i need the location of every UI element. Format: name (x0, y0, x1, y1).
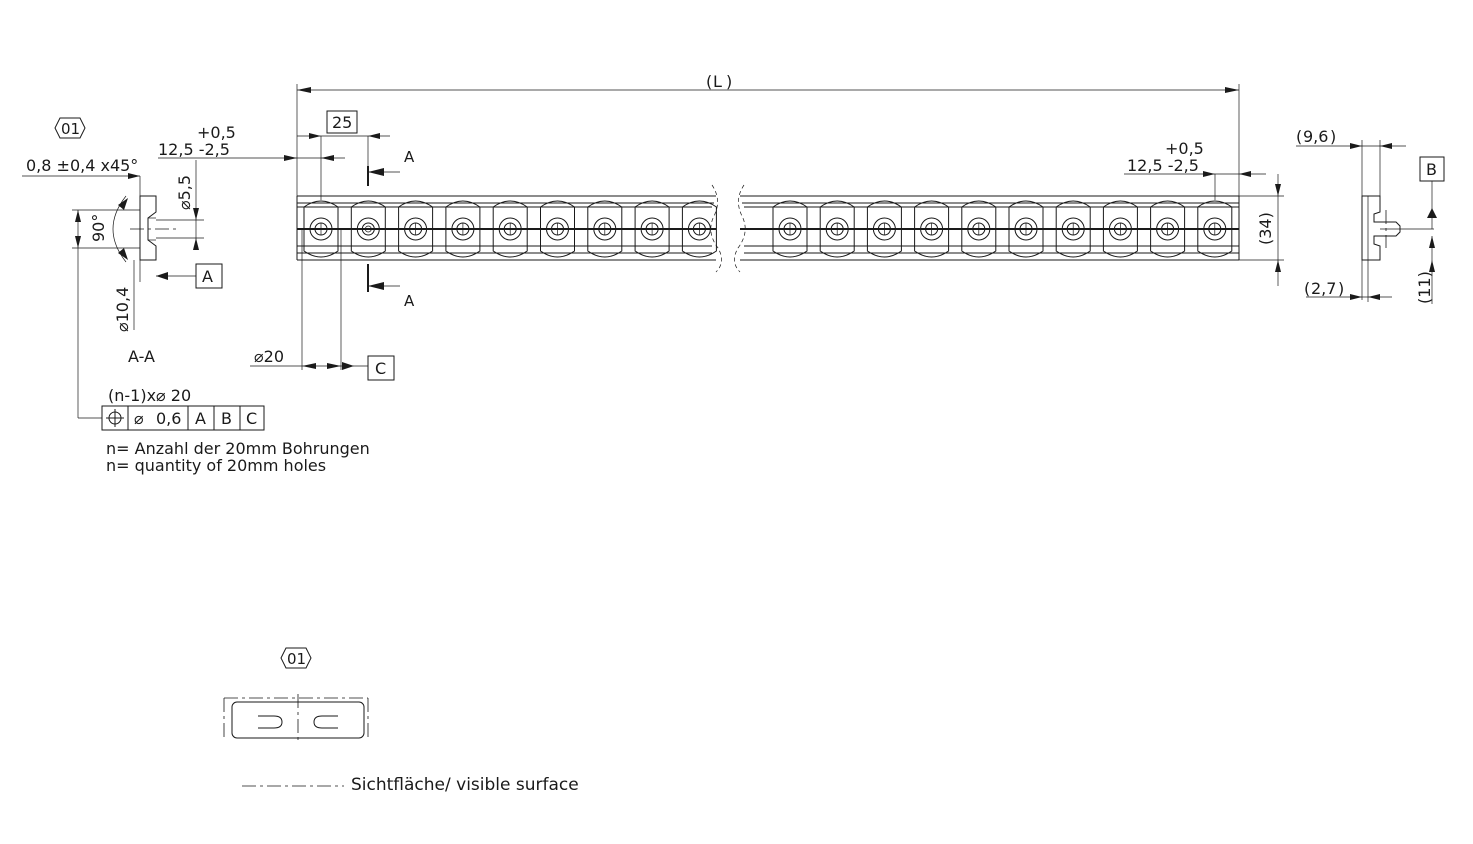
rail-hole (303, 200, 339, 258)
datum-b-label: B (1426, 160, 1437, 179)
tolerance-value: 0,6 (156, 409, 181, 428)
finish-tag-hexagon (54, 117, 86, 139)
datum-a-box (195, 263, 223, 289)
legend: 01 Sichtfläche/ visible surface (223, 647, 579, 795)
svg-text:): ) (1338, 279, 1344, 298)
hole-diameter-label: ⌀20 (254, 347, 284, 366)
profile-side-view: ( 9,6 ) B ( 2,7 ) (11) (1296, 127, 1445, 304)
rail-hole (1102, 200, 1138, 258)
note-german: n= Anzahl der 20mm Bohrungen (106, 439, 370, 458)
profile-flange-label: 2,7 (1311, 279, 1336, 298)
svg-text:(: ( (706, 72, 712, 91)
rail-hole (492, 200, 528, 258)
section-label: A-A (128, 347, 155, 366)
rail-hole (914, 200, 950, 258)
position-icon (106, 409, 124, 427)
right-end-dimensions: +0,5 12,5 -2,5 (34) (1124, 139, 1284, 286)
notes: n= Anzahl der 20mm Bohrungen n= quantity… (106, 439, 370, 475)
rail-right-segment (734, 184, 1240, 273)
tolerance-diameter: ⌀ (134, 409, 144, 428)
legend-tag-code: 01 (287, 650, 306, 668)
rail-hole (1197, 200, 1233, 258)
height-label: (34) (1256, 212, 1275, 245)
pitch-box (326, 110, 358, 134)
length-label: L (713, 72, 722, 91)
pitch-label: 25 (332, 113, 352, 132)
rail-hole (398, 200, 434, 258)
rail-left-segment (296, 184, 722, 273)
rail-hole (587, 200, 623, 258)
rail-hole (1008, 200, 1044, 258)
right-tol-upper: +0,5 (1165, 139, 1204, 158)
tolerance-ref-1: A (195, 409, 206, 428)
rail-hole (634, 200, 670, 258)
section-cut-markers: A A (367, 148, 415, 310)
tolerance-header: (n-1)x⌀ 20 (108, 386, 191, 405)
rail-hole (1055, 200, 1091, 258)
counterbore-label: ⌀5,5 (175, 175, 194, 210)
tolerance-ref-2: B (221, 409, 232, 428)
angle-label: 90° (89, 214, 108, 242)
hole-diameter-dimension: ⌀20 C (250, 229, 395, 381)
datum-c-label: C (375, 359, 386, 378)
note-english: n= quantity of 20mm holes (106, 456, 326, 475)
left-tol-upper: +0,5 (197, 123, 236, 142)
left-end-offset: 12,5 -2,5 (158, 140, 230, 159)
rail-hole (866, 200, 902, 258)
profile-width-label: 9,6 (1303, 127, 1328, 146)
tolerance-ref-3: C (246, 409, 257, 428)
datum-a-label: A (202, 267, 213, 286)
rail-hole (445, 200, 481, 258)
rail-hole (961, 200, 997, 258)
rail-hole (681, 200, 717, 258)
datum-c-box (367, 355, 395, 381)
visible-surface-label: Sichtfläche/ visible surface (351, 775, 579, 795)
svg-text:(: ( (1304, 279, 1310, 298)
svg-text:): ) (1330, 127, 1336, 146)
section-marker-top: A (404, 148, 415, 166)
finish-tag-code: 01 (61, 120, 80, 138)
svg-text:): ) (726, 72, 732, 91)
datum-b-box (1419, 156, 1445, 182)
rail-hole (540, 200, 575, 258)
length-dimension: ( L ) (296, 72, 1240, 200)
rail-hole (772, 200, 808, 258)
legend-tag-hexagon (280, 647, 312, 669)
profile-height-label: (11) (1415, 271, 1434, 304)
countersink-label: ⌀10,4 (113, 287, 132, 332)
chamfer-label: 0,8 ±0,4 x45° (26, 156, 138, 175)
left-end-dimensions: 25 +0,5 12,5 -2,5 (158, 110, 390, 200)
section-marker-bottom: A (404, 292, 415, 310)
rail-hole (350, 200, 386, 258)
section-detail: 01 0,8 ±0,4 x45° ⌀5,5 90° ⌀10,4 (22, 117, 223, 418)
rail-hole (819, 200, 855, 258)
svg-text:(: ( (1296, 127, 1302, 146)
rail-hole (1150, 200, 1186, 258)
tolerance-frame: (n-1)x⌀ 20 ⌀ 0,6 A B C (78, 386, 265, 431)
right-end-offset: 12,5 -2,5 (1127, 156, 1199, 175)
